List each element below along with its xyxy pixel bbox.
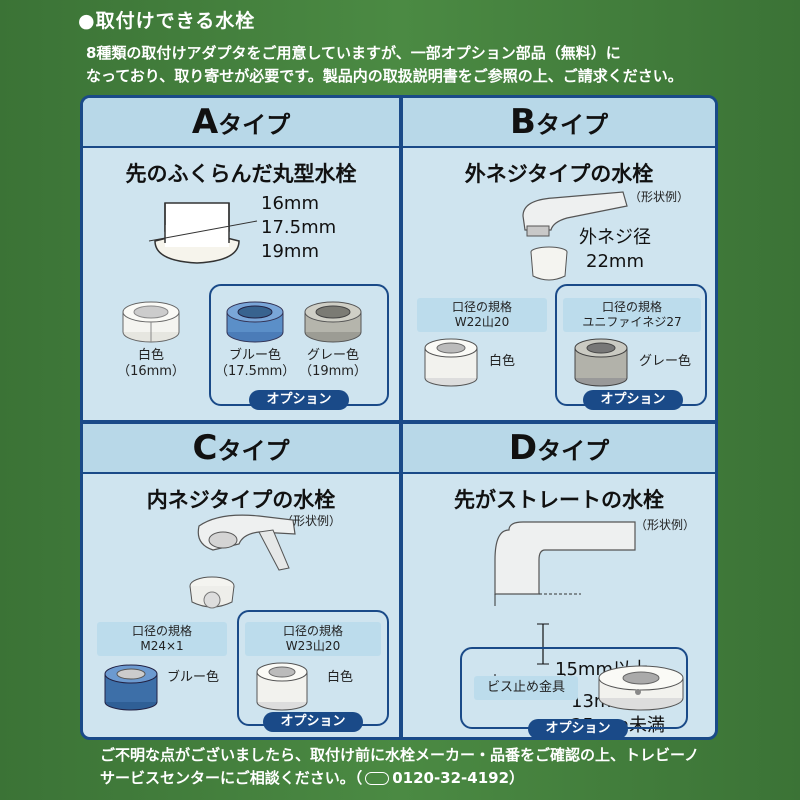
size-16: 16mm [261, 193, 319, 214]
type-a-word: タイプ [218, 111, 291, 139]
footer-line-2-end: ） [509, 769, 525, 787]
white-thread-adapter [424, 338, 478, 387]
type-b-letter: B [510, 102, 536, 142]
type-c-spec1-title: 口径の規格 [131, 624, 192, 638]
type-d-header: Dタイプ [403, 424, 715, 474]
free-dial-icon [365, 772, 390, 785]
intro-text: 8種類の取付けアダプタをご用意していますが、一部オプション部品（無料）に なって… [86, 42, 786, 88]
internal-thread-faucet-illustration [197, 514, 296, 571]
type-c-blue-label: ブルー色 [167, 670, 220, 685]
blue-adapter-ring [226, 301, 284, 343]
type-b-spec1-title: 口径の規格 [451, 300, 512, 314]
type-d-word: タイプ [537, 437, 610, 465]
type-a-option-tag: オプション [249, 390, 349, 410]
type-a-blue-color: ブルー色 [228, 348, 281, 363]
size-19: 19mm [261, 241, 319, 262]
footer-line-1: ご不明な点がございましたら、取付け前に水栓メーカー・品番をご確認の上、トレビーノ [100, 746, 700, 764]
type-b-shape-example: （形状例） [629, 190, 690, 204]
type-d-subtitle: 先がストレートの水栓 [454, 488, 664, 512]
type-c-spec-standard: 口径の規格 M24×1 [97, 622, 227, 656]
type-b-white-label: 白色 [489, 354, 516, 369]
type-c-spec2-title: 口径の規格 [282, 624, 343, 638]
white-internal-adapter [256, 662, 308, 711]
type-a-blue-label: ブルー色 （17.5mm） [215, 348, 295, 380]
type-a-size-list: 16mm 17.5mm 19mm [261, 192, 336, 264]
type-c-header: Cタイプ [83, 424, 399, 474]
size-17-5: 17.5mm [261, 217, 337, 238]
type-c-shape-example: （形状例） [281, 514, 342, 528]
screw-fitting-illustration [598, 665, 684, 711]
type-c-spec-option: 口径の規格 W23山20 [245, 622, 381, 656]
header-title: ●取付けできる水栓 [78, 10, 256, 32]
type-b-thread-name: 外ネジ径 [579, 227, 651, 248]
type-b-spec-option: 口径の規格 ユニファイネジ27 [563, 298, 701, 332]
type-b-spec1-value: W22山20 [454, 315, 510, 329]
blue-thread-adapter [104, 664, 158, 711]
type-c-subtitle: 内ネジタイプの水栓 [146, 488, 336, 512]
type-a-header: Aタイプ [83, 98, 399, 148]
type-c-section: Cタイプ 内ネジタイプの水栓 （形状例） 口径の規格 M24×1 ブルー色 [83, 424, 399, 737]
type-a-white-label: 白色 （16mm） [111, 348, 191, 380]
type-b-option-tag: オプション [583, 390, 683, 410]
type-c-option-tag: オプション [263, 712, 363, 732]
phone-number[interactable]: 0120-32-4192 [392, 769, 510, 787]
footer-line-2-start: サービスセンターにご相談ください。（ [100, 769, 363, 787]
type-b-word: タイプ [535, 111, 608, 139]
footer-line-2: サービスセンターにご相談ください。（ 0120-32-4192） [100, 767, 790, 790]
type-b-gray-label: グレー色 [639, 354, 692, 369]
aerator-illustration [189, 576, 235, 609]
type-d-option-tag: オプション [528, 719, 628, 739]
intro-line-2: なっており、取り寄せが必要です。製品内の取扱説明書をご参照の上、ご請求ください。 [86, 67, 683, 85]
type-c-word: タイプ [217, 437, 290, 465]
type-a-blue-size: （17.5mm） [215, 364, 296, 379]
type-c-letter: C [192, 428, 218, 468]
round-faucet-illustration [148, 202, 258, 264]
type-a-white-color: 白色 [137, 348, 164, 363]
external-thread-faucet-illustration [522, 191, 628, 237]
type-b-subtitle: 外ネジタイプの水栓 [464, 162, 654, 186]
white-adapter-ring [122, 301, 180, 343]
type-c-white-label: 白色 [327, 670, 354, 685]
gray-adapter-ring [304, 301, 362, 343]
type-a-gray-color: グレー色 [306, 348, 359, 363]
faucet-types-panel: Aタイプ 先のふくらんだ丸型水栓 16mm 17.5mm 19mm 白色 [80, 95, 718, 740]
type-a-subtitle: 先のふくらんだ丸型水栓 [125, 162, 357, 186]
straight-faucet-illustration [494, 521, 636, 606]
gray-thread-adapter [574, 338, 628, 387]
type-a-gray-label: グレー色 （19mm） [293, 348, 373, 380]
thread-cup-illustration [530, 246, 568, 281]
type-a-letter: A [191, 102, 219, 142]
type-b-spec2-value: ユニファイネジ27 [582, 315, 682, 329]
type-b-header: Bタイプ [403, 98, 715, 148]
type-a-gray-size: （19mm） [299, 364, 367, 379]
type-a-white-size: （16mm） [117, 364, 185, 379]
type-b-section: Bタイプ 外ネジタイプの水栓 （形状例） 外ネジ径 22mm 口径の規格 W22… [403, 98, 715, 420]
type-a-section: Aタイプ 先のふくらんだ丸型水栓 16mm 17.5mm 19mm 白色 [83, 98, 399, 420]
intro-line-1: 8種類の取付けアダプタをご用意していますが、一部オプション部品（無料）に [86, 44, 621, 62]
footer-text: ご不明な点がございましたら、取付け前に水栓メーカー・品番をご確認の上、トレビーノ… [100, 744, 790, 790]
type-d-shape-example: （形状例） [635, 518, 696, 532]
type-c-spec1-value: M24×1 [140, 639, 184, 653]
type-d-fitting-label-box: ビス止め金具 [474, 676, 578, 700]
type-d-letter: D [508, 428, 538, 468]
type-b-thread-label: 外ネジ径 22mm [579, 226, 651, 274]
type-b-spec2-title: 口径の規格 [601, 300, 662, 314]
type-b-thread-size: 22mm [586, 251, 644, 272]
type-c-spec2-value: W23山20 [285, 639, 341, 653]
type-b-spec-standard: 口径の規格 W22山20 [417, 298, 547, 332]
